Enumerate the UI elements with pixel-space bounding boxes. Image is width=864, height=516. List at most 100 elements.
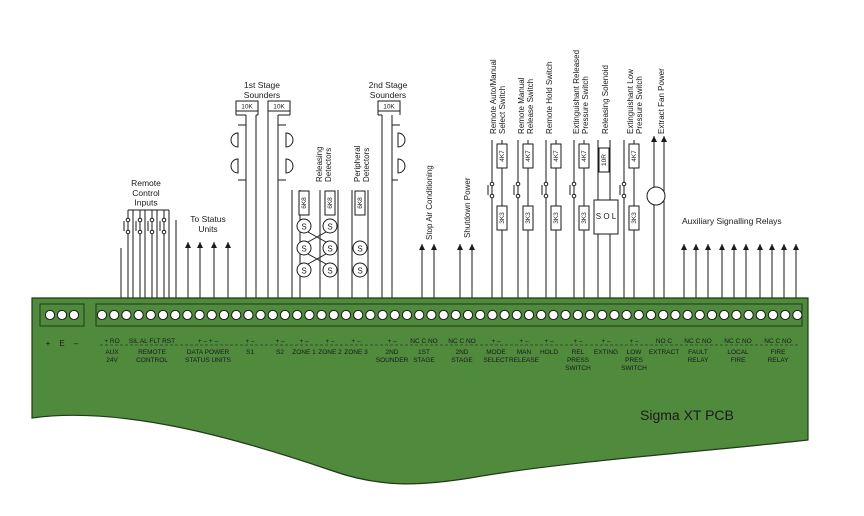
resistor-label: 10R <box>601 154 608 166</box>
contact-dot <box>489 193 495 199</box>
arrow-head <box>731 244 737 250</box>
resistor: 3K3 <box>628 205 640 231</box>
detector-circle <box>352 262 368 278</box>
terminal-screw <box>182 309 193 321</box>
arrow-head <box>197 242 203 248</box>
detector-letter: S <box>301 267 306 276</box>
terminal-group-label: RELAY <box>688 357 709 364</box>
terminal-screw <box>109 309 120 321</box>
resistor-body <box>496 143 508 169</box>
resistor: 10K <box>235 100 259 112</box>
switch-contact <box>135 217 143 235</box>
terminal-screw <box>56 309 68 321</box>
terminal-pins: + – <box>299 338 309 345</box>
detector-letter: S <box>357 267 362 276</box>
arrow-head <box>469 244 475 250</box>
resistor-body <box>235 100 259 112</box>
contact-dot <box>161 229 167 235</box>
contact-dot <box>543 181 549 187</box>
terminal-pins: + – <box>573 338 583 345</box>
power-terminal-label: E <box>59 339 64 348</box>
switch-contact <box>147 217 155 235</box>
resistor-label: 3K3 <box>499 212 506 224</box>
terminal-pins: NO C <box>656 338 673 345</box>
resistor: 3K3 <box>578 205 590 231</box>
terminal-group-label: FIRE <box>731 357 746 364</box>
fan-icon <box>646 186 666 206</box>
resistor-label: 4K7 <box>581 150 588 162</box>
smoke-detector-icon: S <box>322 218 338 234</box>
terminal-screw <box>597 309 608 321</box>
sounder-body <box>230 132 239 148</box>
contact-dot <box>137 217 143 223</box>
resistor-label: 3K3 <box>631 212 638 224</box>
resistor-body <box>628 205 640 231</box>
arrow-head <box>225 242 231 248</box>
auxiliary-relays-label: Auxiliary Signalling Relays <box>682 216 782 226</box>
terminal-screw <box>548 309 559 321</box>
terminal-group-label: REMOTE <box>138 349 166 356</box>
arrow-head <box>757 244 763 250</box>
terminal-pins: + – <box>519 338 529 345</box>
terminal-screw <box>767 309 779 321</box>
terminal-screw <box>243 309 254 321</box>
pcb-board <box>31 297 809 485</box>
detector-letter: S <box>327 267 332 276</box>
contact-dot <box>161 217 167 223</box>
terminal-group-label: LOW <box>627 349 643 356</box>
solenoid-box <box>593 199 619 235</box>
switch-contact <box>619 181 627 199</box>
resistor-body <box>578 143 590 169</box>
sounder-icon <box>397 158 406 174</box>
peripheral-detectors-label: PeripheralDetectors <box>353 145 371 182</box>
terminal-pins: + – <box>387 338 397 345</box>
terminal-group-label: STAGE <box>413 357 435 364</box>
resistor: 4K7 <box>522 143 534 169</box>
resistor-body <box>496 205 508 231</box>
switch-contact <box>487 181 495 199</box>
terminal-group-label: STATUS UNITS <box>185 357 232 364</box>
terminal-group-label: 2ND <box>455 349 468 356</box>
resistor-body <box>298 190 310 216</box>
terminal-screw <box>609 309 620 321</box>
shutdown-power-label: Shutdown Power <box>463 177 472 238</box>
terminal-screw <box>438 309 449 321</box>
terminal-screw <box>255 309 266 321</box>
terminal-screw <box>389 309 400 321</box>
terminal-pins: + – <box>491 338 501 345</box>
terminal-group-label: RELEASE <box>509 357 540 364</box>
resistor-body <box>267 100 291 112</box>
terminal-screw <box>365 309 376 321</box>
resistor: 4K7 <box>496 143 508 169</box>
resistor: 4K7 <box>578 143 590 169</box>
terminal-screw <box>523 309 535 321</box>
terminal-screw <box>145 309 156 321</box>
terminal-group-label: FAULT <box>688 349 708 356</box>
resistor-label: 4K7 <box>631 150 638 162</box>
terminal-screw <box>511 309 522 321</box>
arrow-head <box>419 244 425 250</box>
terminal-group-label: FIRE <box>771 349 786 356</box>
terminal-screw <box>731 309 742 321</box>
terminal-screw <box>279 309 291 321</box>
arrow-head <box>661 136 667 142</box>
detector-letter: S <box>301 223 306 232</box>
switch-contact <box>569 181 577 199</box>
terminal-pins: + RO <box>104 338 119 345</box>
terminal-group-label: S2 <box>276 349 284 356</box>
extinguishant-low-label: Extinguishant LowPressure Switch <box>626 69 644 134</box>
terminal-group-label: ZONE 2 <box>318 349 342 356</box>
contact-dot <box>125 217 131 223</box>
terminal-pins: + – <box>544 338 554 345</box>
detector-circle <box>296 262 312 278</box>
terminal-screw <box>96 309 108 321</box>
terminal-screw <box>780 309 791 321</box>
resistor-body <box>598 147 610 173</box>
sounder-icon <box>285 158 294 174</box>
resistor-body <box>550 205 562 231</box>
extinguishant-released-label: Extinguishant ReleasedPressure Switch <box>572 50 590 134</box>
smoke-detector-icon: S <box>296 262 312 278</box>
sounder-body <box>285 158 294 174</box>
resistor-label: 4K7 <box>499 150 506 162</box>
resistor-label: 10K <box>273 104 285 111</box>
